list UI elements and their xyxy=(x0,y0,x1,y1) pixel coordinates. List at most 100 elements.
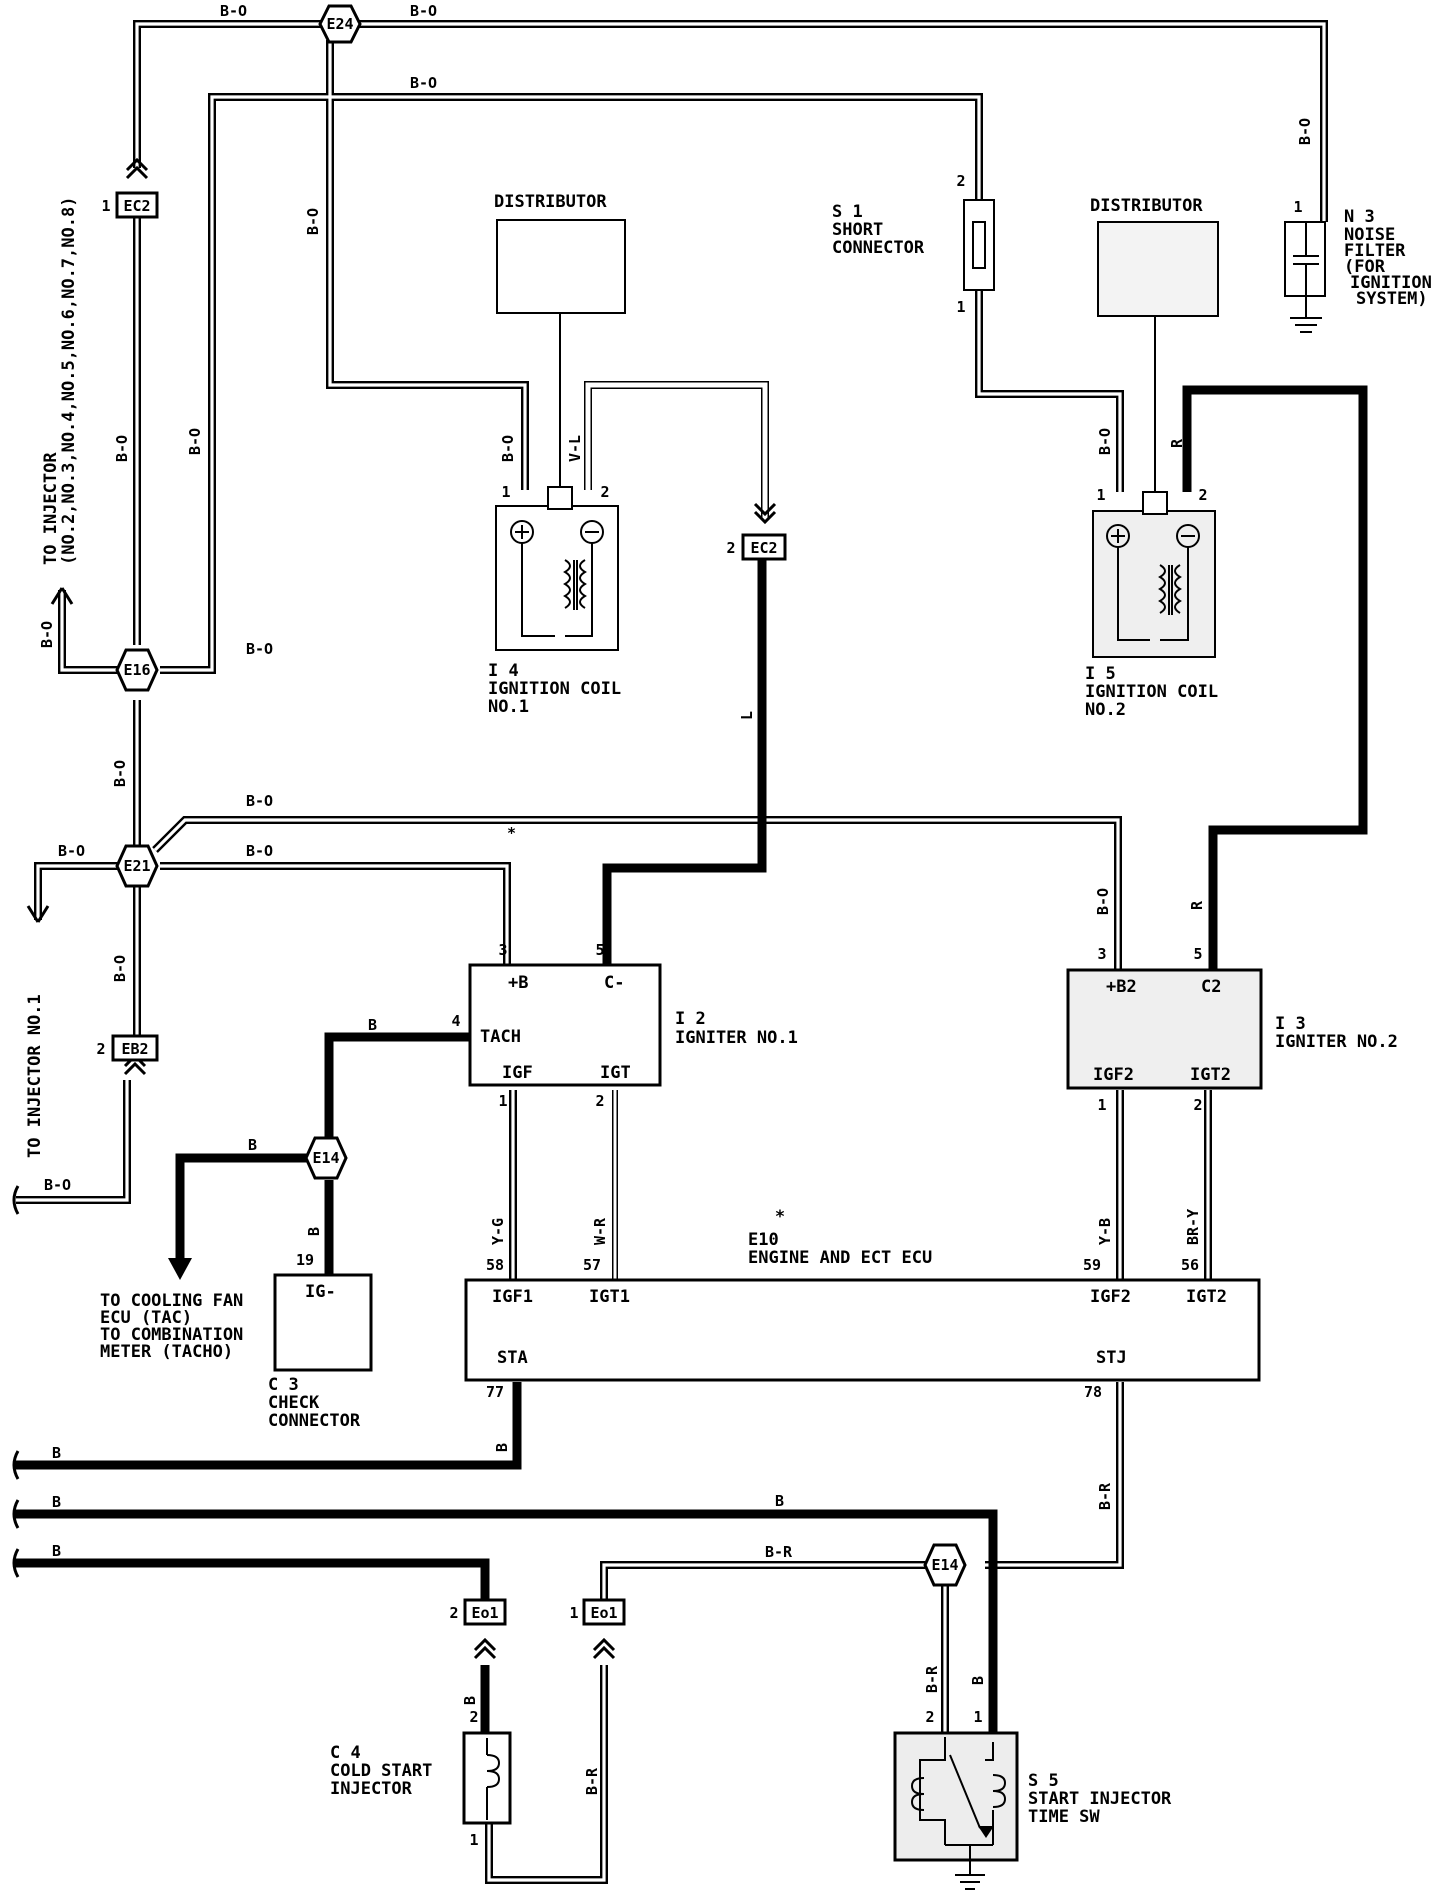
svg-text:B: B xyxy=(52,1542,61,1560)
svg-text:IGNITER NO.2: IGNITER NO.2 xyxy=(1275,1032,1398,1052)
svg-text:B-O: B-O xyxy=(111,955,129,982)
svg-text:5: 5 xyxy=(595,941,604,959)
distributor-2: DISTRIBUTOR xyxy=(1090,196,1219,500)
svg-text:1: 1 xyxy=(973,1708,982,1726)
engine-ect-ecu: IGF1 IGT1 IGF2 IGT2 STA STJ 58 57 59 56 … xyxy=(464,1207,1261,1401)
svg-text:B-O: B-O xyxy=(44,1176,71,1194)
svg-text:B-O: B-O xyxy=(246,792,273,810)
svg-text:4: 4 xyxy=(451,1012,460,1030)
svg-text:COLD START: COLD START xyxy=(330,1761,432,1781)
svg-text:3: 3 xyxy=(498,941,507,959)
svg-text:CONNECTOR: CONNECTOR xyxy=(268,1411,361,1431)
svg-text:1: 1 xyxy=(956,298,965,316)
svg-text:B-O: B-O xyxy=(58,842,85,860)
svg-text:TO INJECTOR NO.1: TO INJECTOR NO.1 xyxy=(25,994,45,1158)
svg-text:S 5: S 5 xyxy=(1028,1771,1059,1791)
svg-text:C 3: C 3 xyxy=(268,1375,299,1395)
svg-text:I 3: I 3 xyxy=(1275,1014,1306,1034)
svg-text:C2: C2 xyxy=(1201,977,1221,997)
junction-e14-upper: E14 xyxy=(304,1136,348,1180)
ignition-coil-1: 1 2 I 4 IGNITION COIL NO.1 xyxy=(488,483,621,717)
svg-text:IGF2: IGF2 xyxy=(1093,1065,1134,1085)
start-injector-time-switch-s5: 2 1 S 5 START INJECTOR TIME SW xyxy=(893,1708,1172,1890)
junction-e16: E16 xyxy=(115,648,159,692)
destination-labels: TO INJECTOR (NO.2,NO.3,NO.4,NO.5,NO.6,NO… xyxy=(25,197,243,1362)
svg-text:IGNITION: IGNITION xyxy=(1350,273,1432,293)
svg-text:DISTRIBUTOR: DISTRIBUTOR xyxy=(494,192,607,212)
wire-color-labels: B-O B-O B-O B-O B-O B-O B-O B-O B-O B-O … xyxy=(38,2,1314,1795)
svg-text:*: * xyxy=(507,824,516,842)
svg-text:IGF2: IGF2 xyxy=(1090,1287,1131,1307)
svg-text:ECU (TAC): ECU (TAC) xyxy=(100,1308,192,1328)
svg-text:B-O: B-O xyxy=(410,74,437,92)
svg-text:IGNITER NO.1: IGNITER NO.1 xyxy=(675,1028,798,1048)
svg-text:5: 5 xyxy=(1193,945,1202,963)
thick-wires xyxy=(14,385,1368,1742)
svg-text:77: 77 xyxy=(486,1383,504,1401)
svg-text:19: 19 xyxy=(296,1251,314,1269)
junction-e21: E21 xyxy=(115,844,159,888)
svg-text:*: * xyxy=(775,1207,785,1227)
svg-text:W-R: W-R xyxy=(591,1217,609,1245)
svg-text:Y-B: Y-B xyxy=(1096,1218,1114,1245)
v-l-wire-inner xyxy=(585,382,768,520)
svg-text:EC2: EC2 xyxy=(123,197,150,215)
svg-text:S 1: S 1 xyxy=(832,202,863,222)
svg-text:2: 2 xyxy=(600,483,609,501)
svg-text:Eo1: Eo1 xyxy=(590,1604,617,1622)
svg-text:TO COMBINATION: TO COMBINATION xyxy=(100,1325,243,1345)
svg-text:B: B xyxy=(52,1493,61,1511)
svg-text:(FOR: (FOR xyxy=(1344,257,1386,277)
ignition-coil-2: 1 2 I 5 IGNITION COIL NO.2 xyxy=(1085,486,1218,720)
svg-text:START INJECTOR: START INJECTOR xyxy=(1028,1789,1172,1809)
svg-text:ENGINE AND ECT ECU: ENGINE AND ECT ECU xyxy=(748,1248,932,1268)
svg-text:2: 2 xyxy=(726,539,735,557)
connector-eo1-left: Eo1 2 xyxy=(449,1598,507,1626)
svg-text:SHORT: SHORT xyxy=(832,220,883,240)
connector-eb2: EB2 2 xyxy=(96,1034,159,1062)
svg-text:2: 2 xyxy=(1193,1096,1202,1114)
svg-text:B-O: B-O xyxy=(246,640,273,658)
svg-text:INJECTOR: INJECTOR xyxy=(330,1779,413,1799)
svg-text:56: 56 xyxy=(1181,1256,1199,1274)
svg-text:IGT1: IGT1 xyxy=(589,1287,630,1307)
ground-brackets xyxy=(12,1185,20,1578)
svg-text:1: 1 xyxy=(1096,486,1105,504)
svg-text:B: B xyxy=(52,1444,61,1462)
svg-text:1: 1 xyxy=(469,1831,478,1849)
svg-text:TO INJECTOR: TO INJECTOR xyxy=(41,452,61,565)
junction-e14-lower: E14 xyxy=(923,1543,967,1587)
svg-text:B: B xyxy=(775,1492,784,1510)
svg-text:(NO.2,NO.3,NO.4,NO.5,NO.6,NO.7: (NO.2,NO.3,NO.4,NO.5,NO.6,NO.7,NO.8) xyxy=(59,197,79,565)
svg-text:2: 2 xyxy=(469,1708,478,1726)
svg-text:B-O: B-O xyxy=(1296,118,1314,145)
svg-text:2: 2 xyxy=(449,1604,458,1622)
svg-text:1: 1 xyxy=(569,1604,578,1622)
svg-text:B-R: B-R xyxy=(765,1543,793,1561)
igniter-no1: +B C- TACH IGF IGT 3 5 4 1 2 I 2 IGNITER… xyxy=(451,941,797,1110)
svg-text:2: 2 xyxy=(1198,486,1207,504)
svg-text:B: B xyxy=(461,1696,479,1705)
svg-text:E14: E14 xyxy=(931,1556,958,1574)
svg-text:78: 78 xyxy=(1084,1383,1102,1401)
svg-text:B-O: B-O xyxy=(220,2,247,20)
svg-text:FILTER: FILTER xyxy=(1344,241,1406,261)
svg-text:IGNITION COIL: IGNITION COIL xyxy=(488,679,621,699)
check-connector-c3: IG- 19 C 3 CHECK CONNECTOR xyxy=(268,1251,373,1431)
svg-text:E21: E21 xyxy=(123,857,150,875)
svg-text:C-: C- xyxy=(604,973,624,993)
svg-text:TIME SW: TIME SW xyxy=(1028,1807,1100,1827)
svg-text:2: 2 xyxy=(925,1708,934,1726)
connector-ec2-middle: EC2 2 xyxy=(726,533,787,561)
svg-text:2: 2 xyxy=(96,1040,105,1058)
svg-text:I 5: I 5 xyxy=(1085,664,1116,684)
svg-text:E16: E16 xyxy=(123,661,150,679)
svg-text:B: B xyxy=(305,1227,323,1236)
svg-text:B-O: B-O xyxy=(304,208,322,235)
svg-text:STJ: STJ xyxy=(1096,1348,1127,1368)
svg-text:B-R: B-R xyxy=(583,1767,601,1795)
svg-text:CHECK: CHECK xyxy=(268,1393,320,1413)
svg-text:B: B xyxy=(969,1676,987,1685)
svg-text:E10: E10 xyxy=(748,1230,779,1250)
